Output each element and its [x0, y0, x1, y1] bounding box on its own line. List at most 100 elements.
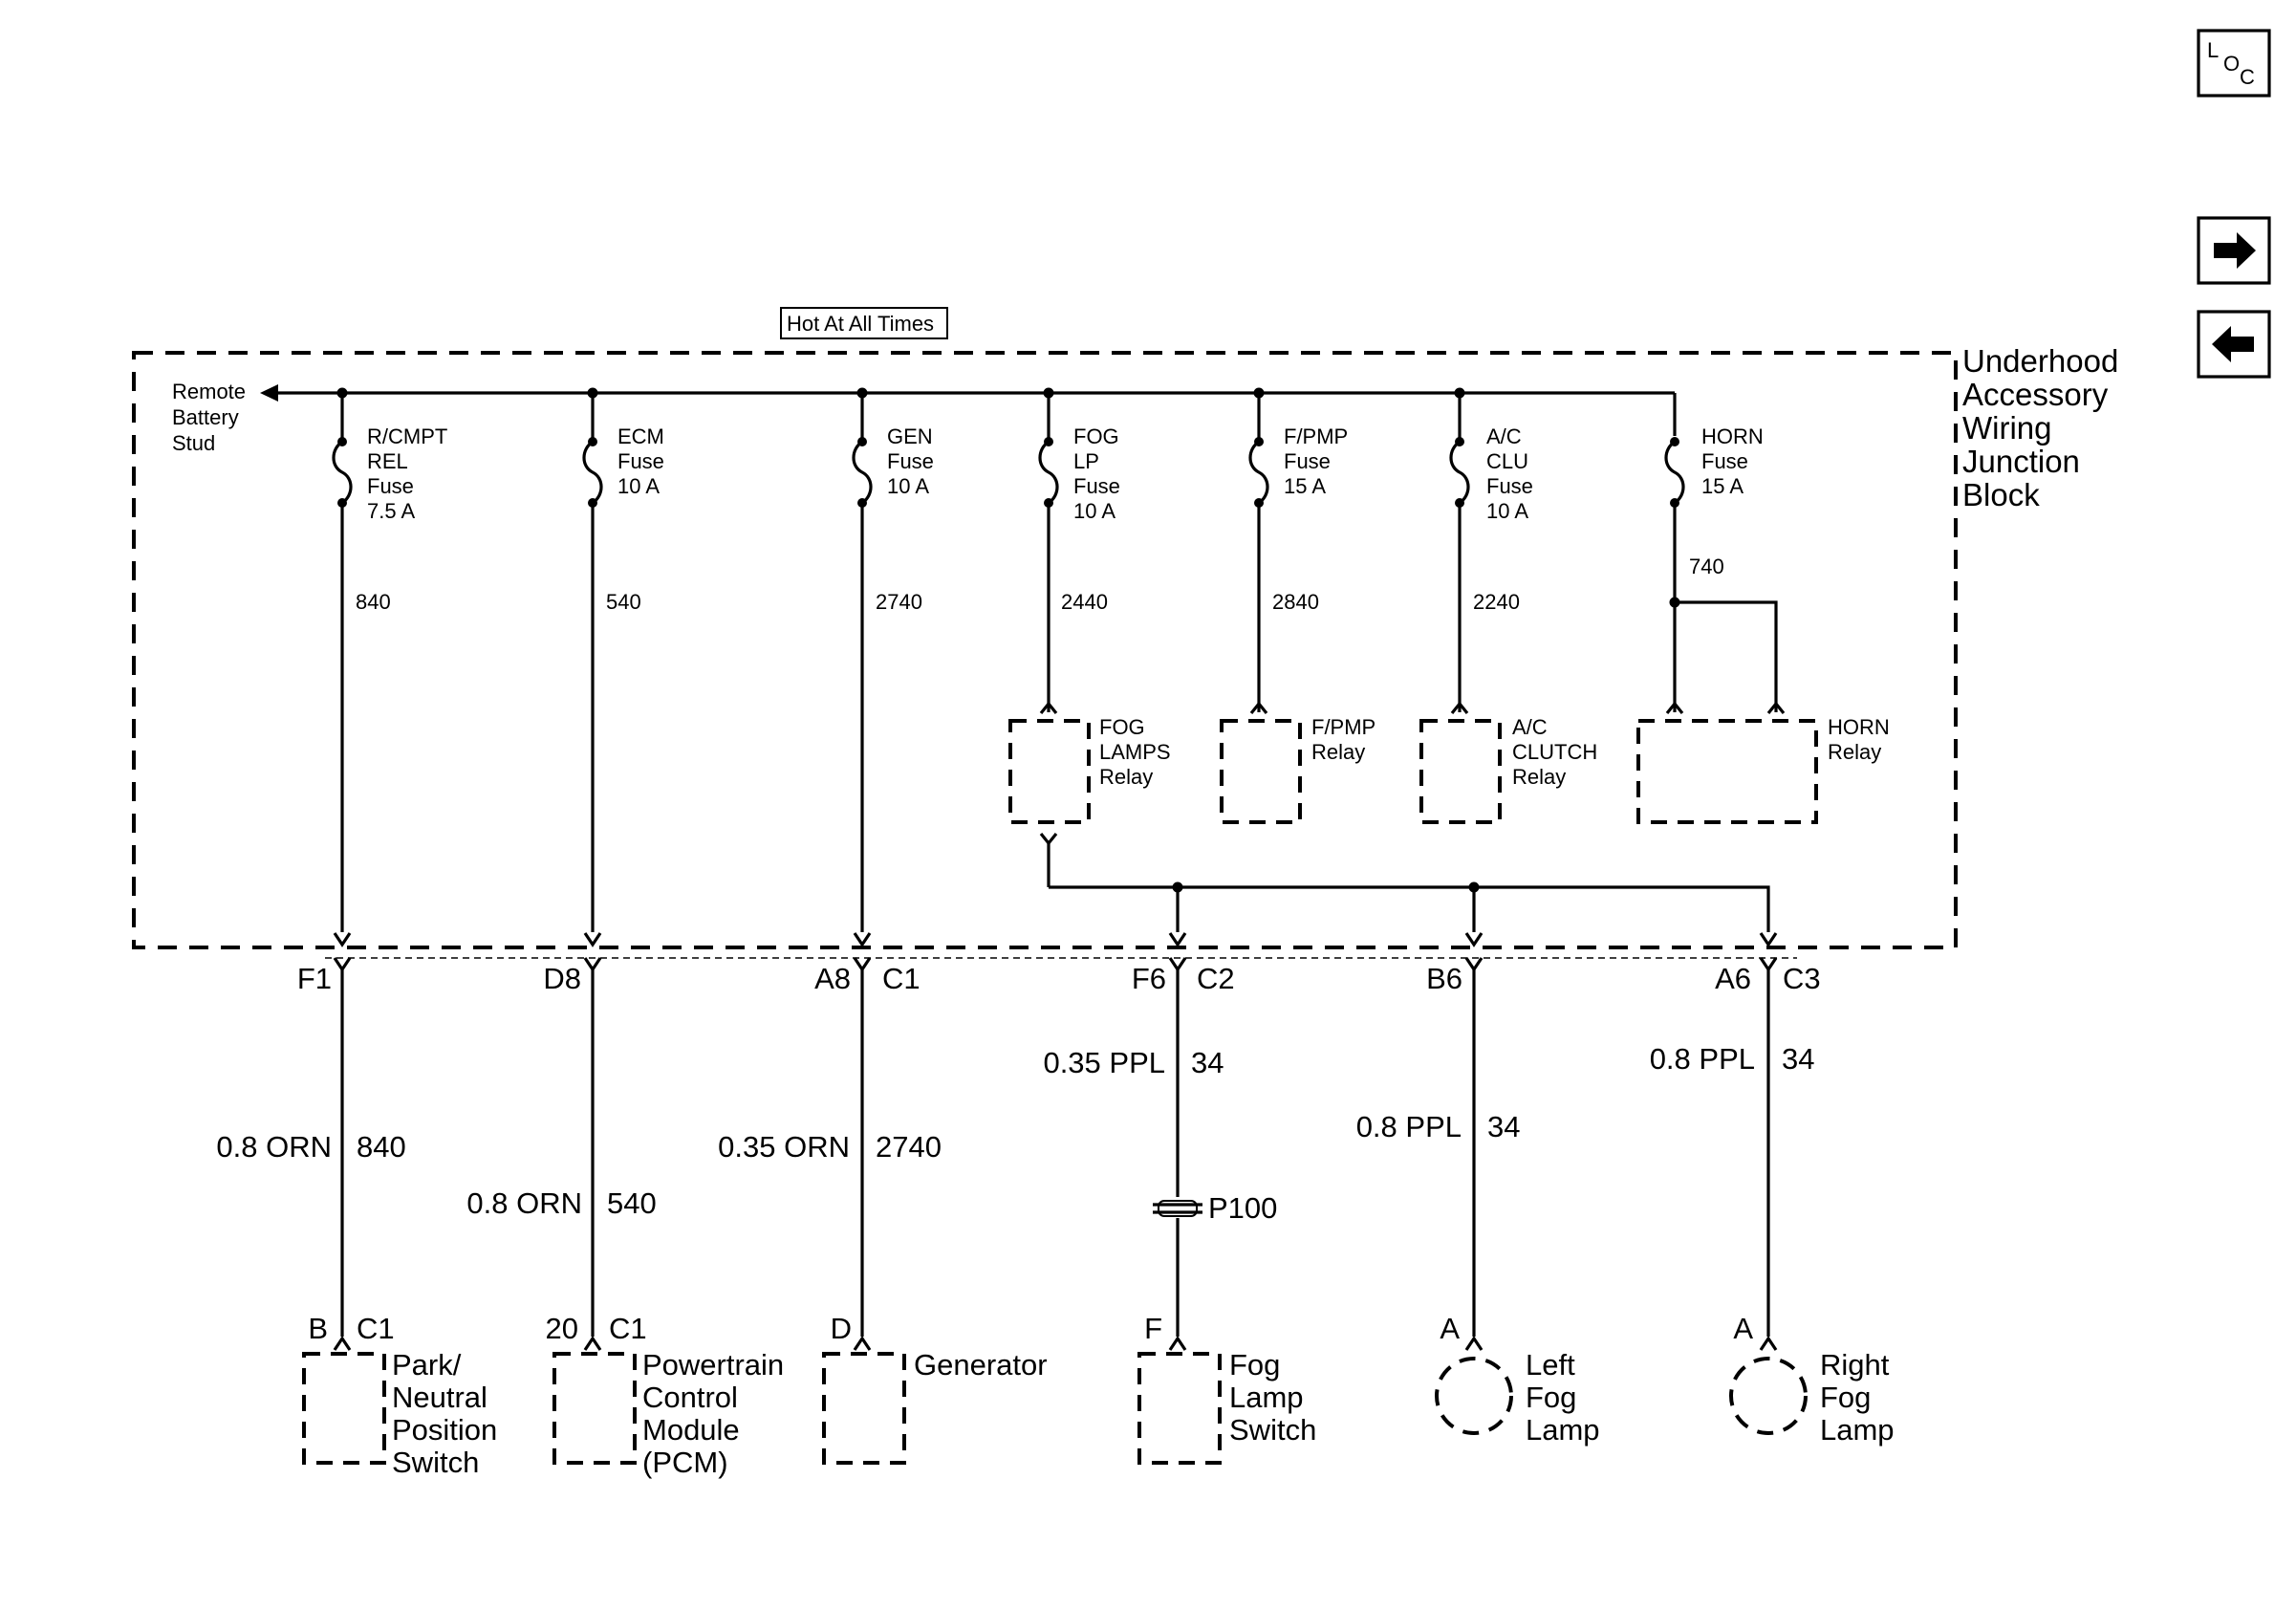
connector-id: C3	[1783, 962, 1821, 995]
left-fog-lamp: Left Fog Lamp	[1435, 1348, 1600, 1447]
component-label: Lamp	[1229, 1381, 1304, 1414]
previous-page-button[interactable]	[2197, 310, 2271, 379]
next-page-button[interactable]	[2197, 216, 2271, 285]
circuit-number: 2440	[1061, 590, 1108, 614]
loc-icon-letter-o: O	[2223, 52, 2240, 76]
fuse-fog-lp: FOG LP Fuse 10 A 2440	[1038, 393, 1120, 714]
relay-fog-lamps: FOG LAMPS Relay	[1008, 715, 1171, 887]
remote-battery-stud-label: Remote Battery Stud	[172, 380, 246, 455]
wire-gauge-color: 0.8 ORN	[466, 1186, 582, 1220]
fuse-rcmpt-rel: R/CMPT REL Fuse 7.5 A 840	[332, 393, 447, 932]
circuit-34-to-fog-lamp-switch: F6 C2 0.35 PPL 34 F	[1043, 932, 1235, 1351]
block-label-line-1: Underhood	[1962, 343, 2118, 379]
wire-gauge-color: 0.8 PPL	[1650, 1042, 1755, 1076]
fuse-label: Fuse	[887, 449, 934, 473]
fuse-ac-clu: A/C CLU Fuse 10 A 2240	[1449, 393, 1533, 714]
fuse-label: Fuse	[617, 449, 664, 473]
circuit-number: 840	[356, 590, 391, 614]
component-label: Fog	[1526, 1381, 1576, 1414]
wire-gauge-color: 0.8 PPL	[1356, 1110, 1462, 1143]
wire-gauge-color: 0.8 ORN	[216, 1130, 332, 1164]
fuse-rating: 10 A	[887, 474, 929, 498]
relay-fpmp: F/PMP Relay	[1220, 715, 1375, 824]
component-label: Fog	[1229, 1348, 1280, 1382]
connector-pin: A6	[1715, 962, 1751, 995]
circuit-number: 2740	[876, 590, 922, 614]
fuse-fpmp: F/PMP Fuse 15 A 2840	[1248, 393, 1348, 714]
generator: Generator	[822, 1348, 1048, 1465]
fuse-label: ECM	[617, 424, 664, 448]
splice-p100: P100	[1153, 1191, 1277, 1225]
fuse-label: F/PMP	[1284, 424, 1348, 448]
junction-block-outline	[132, 351, 1958, 949]
loc-icon-letter-c: C	[2240, 65, 2255, 89]
circuit-2740-to-generator: A8 C1 0.35 ORN 2740 D	[718, 932, 942, 1351]
relay-label: HORN	[1828, 715, 1890, 739]
connector-pin: A	[1440, 1312, 1460, 1345]
relay-label: A/C	[1512, 715, 1548, 739]
wire-gauge-color: 0.35 PPL	[1043, 1046, 1165, 1079]
component-label: Switch	[1229, 1413, 1316, 1447]
connector-pin: F	[1144, 1312, 1162, 1345]
block-label-line-3: Wiring	[1962, 410, 2052, 446]
relay-ac-clutch: A/C CLUTCH Relay	[1419, 715, 1597, 824]
park-neutral-position-switch: Park/ Neutral Position Switch	[302, 1348, 497, 1479]
connector-pin: 20	[546, 1312, 578, 1345]
junction-block-label: Underhood Accessory Wiring Junction Bloc…	[1962, 343, 2118, 512]
component-label: (PCM)	[642, 1446, 728, 1479]
arrow-left-icon	[2212, 326, 2254, 362]
battery-label-line-3: Stud	[172, 431, 215, 455]
relay-label: FOG	[1099, 715, 1145, 739]
component-label: Position	[392, 1413, 497, 1447]
fuse-label: Fuse	[1701, 449, 1748, 473]
wire-circuit: 540	[607, 1186, 657, 1220]
fuse-label: Fuse	[1073, 474, 1120, 498]
relay-label: LAMPS	[1099, 740, 1171, 764]
component-label: Park/	[392, 1348, 462, 1382]
wire-circuit: 34	[1782, 1042, 1814, 1076]
fog-lamp-bus	[1049, 885, 1770, 932]
wire-circuit: 2740	[876, 1130, 942, 1164]
fuse-ecm: ECM Fuse 10 A 540	[582, 393, 664, 932]
hot-at-all-times-label: Hot At All Times	[780, 307, 948, 339]
connector-pin: B6	[1426, 962, 1462, 995]
relay-label: Relay	[1311, 740, 1365, 764]
powertrain-control-module: Powertrain Control Module (PCM)	[552, 1348, 784, 1479]
connector-id: C1	[357, 1312, 395, 1345]
circuit-number: 2240	[1473, 590, 1520, 614]
relay-label: CLUTCH	[1512, 740, 1597, 764]
wire-gauge-color: 0.35 ORN	[718, 1130, 850, 1164]
component-label: Left	[1526, 1348, 1575, 1382]
circuit-number: 540	[606, 590, 641, 614]
arrow-right-icon	[2214, 232, 2256, 269]
splice-label: P100	[1208, 1191, 1277, 1225]
circuit-540-to-pcm: D8 0.8 ORN 540 20 C1	[466, 932, 657, 1351]
fuse-label: Fuse	[1486, 474, 1533, 498]
component-label: Control	[642, 1381, 738, 1414]
fuse-label: HORN	[1701, 424, 1764, 448]
circuit-34-to-left-fog-lamp: B6 0.8 PPL 34 A	[1356, 932, 1520, 1351]
relay-label: Relay	[1512, 765, 1566, 789]
fuse-gen: GEN Fuse 10 A 2740	[852, 393, 934, 932]
fog-lamp-switch: Fog Lamp Switch	[1137, 1348, 1316, 1465]
relay-label: Relay	[1828, 740, 1881, 764]
component-label: Fog	[1820, 1381, 1871, 1414]
fuse-rating: 10 A	[1486, 499, 1528, 523]
loc-button[interactable]: L O C	[2197, 29, 2271, 98]
block-label-line-2: Accessory	[1962, 377, 2109, 412]
fuse-label: GEN	[887, 424, 933, 448]
connector-pin: F1	[297, 962, 332, 995]
connector-id: C1	[882, 962, 921, 995]
fuse-rating: 15 A	[1701, 474, 1744, 498]
fuse-label: FOG	[1073, 424, 1119, 448]
wire-circuit: 840	[357, 1130, 406, 1164]
component-label: Generator	[914, 1348, 1048, 1382]
loc-icon-letter-l: L	[2207, 38, 2219, 62]
battery-label-line-1: Remote	[172, 380, 246, 403]
component-label: Powertrain	[642, 1348, 784, 1382]
hot-label-text: Hot At All Times	[787, 312, 934, 336]
block-label-line-5: Block	[1962, 477, 2040, 512]
fuse-rating: 10 A	[617, 474, 660, 498]
relay-horn: HORN Relay	[1636, 715, 1890, 824]
